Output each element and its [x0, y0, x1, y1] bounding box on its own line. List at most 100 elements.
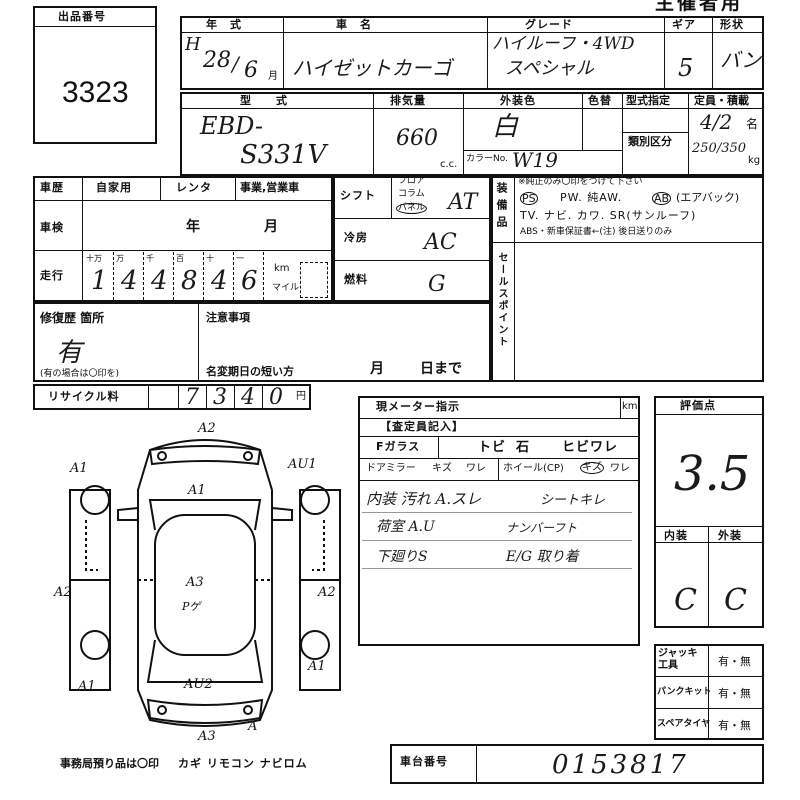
glass-label: Fガラス — [376, 440, 421, 453]
era-value: H — [185, 34, 201, 55]
recycle-digit: 3 — [213, 385, 227, 410]
shift-column: コラム — [398, 189, 425, 199]
inspector-label: 【査定員記入】 — [380, 420, 464, 433]
mark-rear-left: A1 — [77, 679, 96, 694]
private-use: 自家用 — [96, 181, 132, 194]
chassis-number: 0153817 — [552, 750, 689, 780]
form-subtitle: 主催者用 — [655, 0, 744, 14]
fuel-label: 燃料 — [344, 273, 368, 286]
mark-left-side: A2 — [53, 585, 72, 600]
mark-roof: A3 — [185, 575, 204, 590]
note-3a: 下廻りS — [376, 549, 428, 565]
col-grade-label: グレード — [525, 18, 573, 31]
puncture-yes-no[interactable]: 有・無 — [718, 687, 751, 700]
recycle-digit: 4 — [241, 385, 255, 410]
mileage-unit-label: 十万 — [86, 254, 102, 263]
capacity-unit: 名 — [746, 117, 759, 131]
chassis-label: 車台番号 — [400, 755, 448, 768]
exterior-grade: C — [724, 583, 747, 618]
score-table — [654, 396, 764, 628]
repair-label: 修復歴 箇所 — [40, 311, 105, 325]
col-shape-label: 形状 — [720, 18, 744, 31]
history-label: 車歴 — [40, 181, 64, 194]
deposit-note: 事務局預り品は〇印 — [60, 757, 159, 770]
color-no-value: W19 — [512, 148, 559, 172]
inspection-month-unit: 月 — [264, 219, 279, 235]
mileage-digit-cell: 十万 1 — [84, 252, 114, 300]
wheel-kizu: キズ — [580, 462, 604, 474]
jack-yes-no[interactable]: 有・無 — [718, 655, 751, 668]
mirror-label: ドアミラー — [366, 463, 416, 474]
col-year-label: 年 式 — [206, 18, 242, 31]
glass-tobi: トビ — [478, 440, 507, 455]
mark-rear: A3 — [197, 729, 216, 740]
grade-line2: スペシャル — [505, 58, 594, 79]
car-damage-diagram: A2 A1 AU1 A1 A3 Pゲ A2 A2 A1 A1 AU2 A A3 — [53, 421, 341, 740]
yen-unit: 円 — [296, 391, 306, 402]
note-3b: E/G 取り着 — [506, 549, 579, 565]
repair-value: 有 — [56, 338, 83, 368]
col-gear-label: ギア — [672, 18, 696, 31]
shift-panel: パネル — [396, 203, 428, 214]
change-month: 月 — [370, 361, 385, 377]
mark-right-side: A2 — [317, 585, 336, 600]
glass-crack: ヒビワレ — [562, 440, 619, 455]
recycle-digit-cell: 0 — [262, 384, 290, 410]
mileage-check-box[interactable] — [300, 262, 328, 298]
interior-label: 内装 — [664, 529, 688, 542]
note-2a: 荷室 A.U — [376, 519, 435, 535]
note-1b: シートキレ — [540, 493, 606, 508]
displacement-value: 660 — [396, 126, 438, 151]
displacement-label: 排気量 — [390, 94, 426, 107]
equipment-label: 装備品 — [495, 182, 508, 233]
mileage-digit: 8 — [181, 266, 198, 296]
inspection-label: 車検 — [40, 221, 64, 234]
business-use: 事業,営業車 — [240, 181, 300, 194]
recycle-digit: 7 — [185, 385, 199, 410]
repaint-label: 色替 — [588, 94, 612, 107]
recycle-digit: 0 — [269, 385, 283, 410]
recycle-digit-cell: 3 — [206, 384, 234, 410]
rental-use: レンタ — [176, 181, 212, 194]
fuel-value: G — [428, 272, 446, 297]
type-label: 型 式 — [240, 94, 288, 107]
equip-row3: ABS・新車保証書←(注) 後日送りのみ — [520, 227, 673, 237]
color-no-label: カラーNo. — [466, 154, 508, 164]
short-change-label: 名変期日の短い方 — [206, 365, 294, 378]
caution-label: 注意事項 — [206, 311, 250, 324]
jack-label: ジャッキ工具 — [658, 648, 698, 671]
cc-unit: c.c. — [440, 159, 458, 170]
col-model-label: 車 名 — [336, 18, 372, 31]
lot-number: 3323 — [62, 76, 129, 109]
tools-table — [654, 644, 764, 740]
inspection-table — [358, 396, 640, 646]
puncture-label: パンクキット — [657, 687, 712, 697]
spare-yes-no[interactable]: 有・無 — [718, 719, 751, 732]
month-unit: 月 — [268, 71, 278, 82]
equipment-table — [491, 176, 764, 382]
inspection-year-unit: 年 — [186, 219, 201, 235]
mileage-digit: 4 — [121, 266, 138, 296]
mark-roof-note: Pゲ — [181, 600, 202, 613]
mileage-digit: 4 — [211, 266, 228, 296]
wheel-label: ホイール(CP) — [503, 463, 564, 474]
history-table — [33, 176, 333, 302]
mileage-digit: 1 — [91, 266, 108, 296]
drive-table — [333, 176, 491, 302]
equip-row1: PW. 純AW. — [560, 191, 623, 204]
chassis-table — [390, 744, 764, 784]
header-table — [180, 16, 764, 90]
glass-ishi: 石 — [516, 440, 531, 455]
gear-value: 5 — [678, 54, 694, 82]
shape-value: バン — [720, 48, 761, 72]
load-value: 250/350 — [692, 141, 747, 156]
mark-tailgate: AU2 — [183, 677, 213, 692]
exterior-color-label: 外装色 — [500, 94, 536, 107]
recycle-label: リサイクル料 — [48, 390, 120, 403]
mark-front-right: AU1 — [287, 457, 317, 472]
lot-box — [33, 6, 157, 144]
load-unit: kg — [748, 155, 761, 166]
mark-rear-bumper: A — [247, 719, 257, 734]
